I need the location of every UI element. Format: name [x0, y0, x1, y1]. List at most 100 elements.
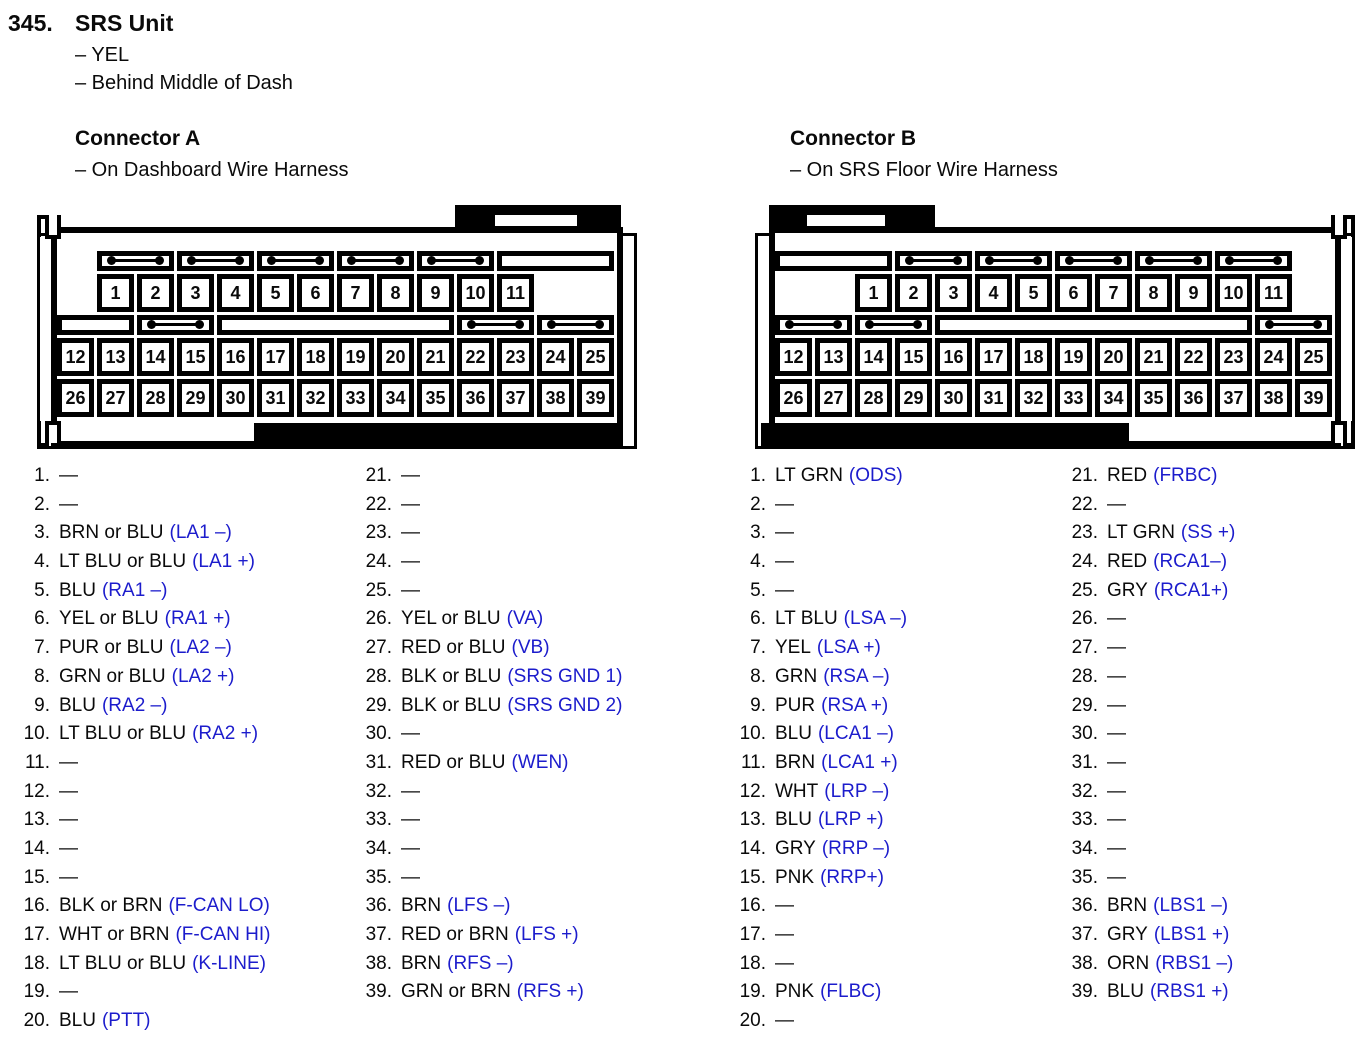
pin-row: 32.—	[1058, 778, 1235, 807]
pin-row: 34.—	[352, 835, 622, 864]
key-hook-bar-bottom	[37, 443, 49, 447]
pin-wire-color: YEL or BLU	[401, 608, 501, 630]
pin-wire-color: BRN	[775, 751, 816, 773]
pin-cell: 29	[177, 379, 214, 417]
pin-signal-name: (LBS1 +)	[1153, 924, 1230, 945]
connector-b-subheading: – On SRS Floor Wire Harness	[790, 159, 1058, 181]
pin-wire-color: LT BLU or BLU	[59, 952, 187, 974]
pin-row: 5.—	[726, 577, 907, 606]
pin-wire-color: LT GRN	[1107, 522, 1175, 544]
jumper-bar	[471, 323, 520, 326]
pin-row: 17.—	[726, 921, 907, 950]
pin-row: 27.—	[1058, 634, 1235, 663]
pin-wire-color: LT BLU or BLU	[59, 723, 187, 745]
pin-cell: 12	[775, 338, 812, 376]
pin-cell: 8	[1135, 274, 1172, 312]
jumper-dot-right	[1193, 256, 1202, 265]
bridge-blank-cell	[497, 251, 614, 271]
pin-signal-name: (RA2 +)	[192, 723, 259, 745]
pin-signal-name: (LRP +)	[817, 809, 884, 831]
pin-number: 36.	[1071, 895, 1098, 917]
pin-wire-color: PUR	[775, 694, 816, 716]
pin-row: 32.—	[352, 778, 622, 807]
pin-row: 6.LT BLU(LSA –)	[726, 605, 907, 634]
pin-signal-name: (FLBC)	[820, 981, 882, 1003]
pin-cell: 34	[1095, 379, 1132, 417]
pin-wire-color: BLU	[775, 723, 812, 745]
pin-cell: 19	[1055, 338, 1092, 376]
pin-row: 2.—	[10, 491, 270, 520]
pin-cell: 16	[935, 338, 972, 376]
bridge-blank-cell	[217, 315, 454, 335]
jumper-dot-right	[1033, 256, 1042, 265]
pin-wire-color: —	[401, 723, 420, 745]
pin-number: 22.	[1071, 493, 1098, 515]
pin-number: 23.	[365, 522, 392, 544]
pin-number: 32.	[365, 780, 392, 802]
jumper-bar	[909, 259, 958, 262]
pin-number: 17.	[739, 924, 766, 945]
jumper-bar	[271, 259, 320, 262]
pin-row: 5.BLU(RA1 –)	[10, 577, 270, 606]
pin-row: 9.BLU(RA2 –)	[10, 692, 270, 721]
mounting-tab-bottom	[761, 423, 1129, 447]
pin-wire-color: —	[1107, 637, 1126, 659]
pin-cell: 22	[1175, 338, 1212, 376]
pin-wire-color: —	[401, 579, 420, 601]
jumper-dot-right	[1273, 256, 1282, 265]
pin-cell: 32	[297, 379, 334, 417]
pin-cell: 3	[177, 274, 214, 312]
pin-row: 3.—	[726, 519, 907, 548]
pin-number: 19.	[23, 981, 50, 1003]
pin-cell: 35	[417, 379, 454, 417]
pin-wire-color: —	[401, 837, 420, 859]
pin-wire-color: RED or BLU	[401, 637, 506, 659]
pin-wire-color: —	[59, 493, 78, 515]
pin-signal-name: (LSA +)	[816, 637, 881, 659]
pin-number: 7.	[34, 637, 50, 659]
pin-signal-name: (LA1 +)	[192, 551, 255, 573]
pin-row: 1.LT GRN(ODS)	[726, 462, 907, 491]
jumper-dot-right	[315, 256, 324, 265]
pin-number: 31.	[1071, 751, 1098, 773]
jumper-bridge-cell	[457, 315, 534, 335]
pin-number: 29.	[1071, 694, 1098, 716]
jumper-dot-right	[913, 320, 922, 329]
pin-number: 9.	[750, 694, 766, 716]
pin-cell: 2	[137, 274, 174, 312]
jumper-dot-left	[1265, 320, 1274, 329]
pin-row: 15.PNK(RRP+)	[726, 864, 907, 893]
pin-row: 16.—	[726, 892, 907, 921]
pin-row: 6.YEL or BLU(RA1 +)	[10, 605, 270, 634]
pin-wire-color: —	[401, 551, 420, 573]
pin-row: 1.—	[10, 462, 270, 491]
pin-cell: 18	[1015, 338, 1052, 376]
pin-number: 2.	[750, 493, 766, 515]
pin-row: 21.RED(FRBC)	[1058, 462, 1235, 491]
jumper-dot-left	[785, 320, 794, 329]
pin-row: 8.GRN(RSA –)	[726, 663, 907, 692]
pin-number: 26.	[1071, 608, 1098, 630]
pin-number: 31.	[365, 751, 392, 773]
pin-number: 37.	[1071, 924, 1098, 945]
pin-wire-color: GRN or BLU	[59, 665, 166, 687]
key-hook-bar-bottom	[1343, 443, 1355, 447]
pin-cell: 34	[377, 379, 414, 417]
pin-row: 20.BLU(PTT)	[10, 1007, 270, 1036]
pin-number: 6.	[34, 608, 50, 630]
pin-number: 20.	[23, 1010, 50, 1032]
pin-number: 11.	[740, 751, 766, 773]
pin-wire-color: YEL	[775, 637, 811, 659]
pin-number: 24.	[365, 551, 392, 573]
pin-cell: 21	[1135, 338, 1172, 376]
pin-row: 24. —	[352, 548, 622, 577]
pin-wire-color: BRN or BLU	[59, 522, 164, 544]
pin-row: 30.—	[1058, 720, 1235, 749]
pin-wire-color: —	[1107, 723, 1126, 745]
pin-row: 7.PUR or BLU(LA2 –)	[10, 634, 270, 663]
pin-row: 30.—	[352, 720, 622, 749]
jumper-bridge-cell	[1055, 251, 1132, 271]
pin-row: 33.—	[352, 806, 622, 835]
jumper-dot-left	[1145, 256, 1154, 265]
pin-wire-color: BRN	[1107, 895, 1148, 917]
